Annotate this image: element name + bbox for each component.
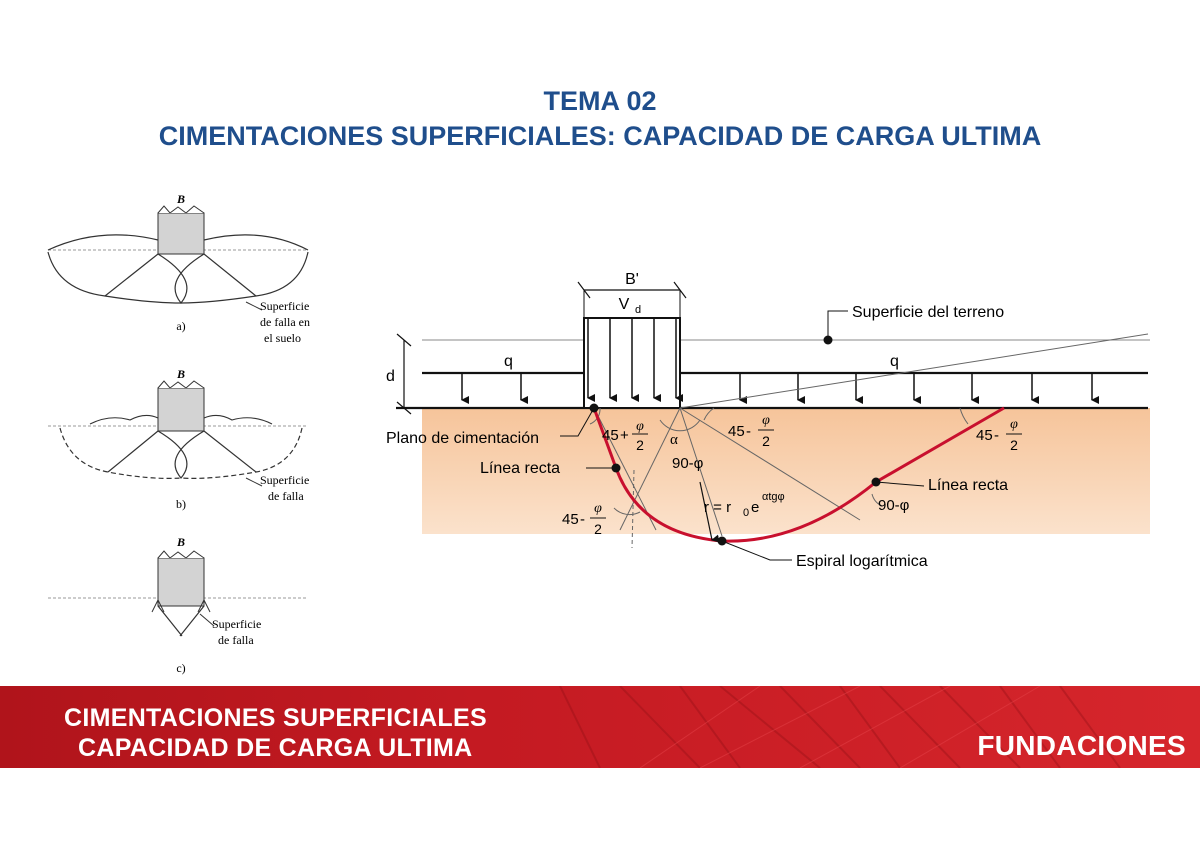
foundation-plane-label: Plano de cimentación [386,430,539,447]
straight-line-label-left: Línea recta [480,460,560,477]
caption-b: b) [176,497,186,511]
ground-surface-leader [827,310,848,340]
note-a-2: de falla en [260,315,310,329]
svg-text:2: 2 [594,521,602,537]
svg-text:+: + [620,427,629,444]
svg-text:φ: φ [762,413,770,428]
svg-text:2: 2 [762,433,770,449]
svg-text:r = r: r = r [704,499,731,516]
svg-text:2: 2 [636,437,644,453]
svg-text:45: 45 [562,511,579,528]
note-b-2: de falla [268,489,304,503]
footing-load-arrows [587,318,683,402]
svg-text:φ: φ [636,419,644,434]
radius-arrow [699,481,720,543]
surcharge-label-left: q [504,353,513,370]
note-a-1: Superficie [260,299,309,313]
figure-local-shear: B b) Superficie de falla [48,367,309,511]
surcharge-label-right: q [890,353,899,370]
svg-text:0: 0 [743,507,749,519]
svg-text:45: 45 [602,427,619,444]
ground-surface-label: Superficie del terreno [852,304,1004,321]
surcharge-arrows-left [461,373,528,404]
load-label: V [619,296,630,313]
footing-c [157,557,205,607]
footer-band: CIMENTACIONES SUPERFICIALES CAPACIDAD DE… [0,686,1200,768]
load-subscript: d [635,304,641,316]
note-b-1: Superficie [260,473,309,487]
note-c-2: de falla [218,633,254,647]
svg-text:φ: φ [1010,417,1018,432]
footer-title-2: CAPACIDAD DE CARGA ULTIMA [78,734,473,762]
foundation-plane-leader [560,407,595,437]
svg-text:φ: φ [594,501,602,516]
svg-text:e: e [751,499,759,516]
angle-45-minus-phi-half-right-of-footing: 45 - φ 2 [728,413,774,449]
svg-text:-: - [994,427,999,444]
svg-text:-: - [746,423,751,440]
construction-lines [589,333,1149,549]
svg-text:-: - [580,511,585,528]
straight-line-label-right: Línea recta [928,477,1008,494]
surcharge-arrows-right [739,373,1099,404]
svg-text:αtgφ: αtgφ [762,491,785,503]
note-c-1: Superficie [212,617,261,631]
soil-mass [422,408,1150,534]
figure-punching-shear: B c) Superficie de falla [48,535,308,675]
footer-course: FUNDACIONES [977,730,1186,761]
footing-width-label: B' [625,271,639,288]
footer-pattern [559,686,1121,768]
footing-a [157,212,205,255]
log-spiral-label: Espiral logarítmica [796,553,928,570]
footer-title-1: CIMENTACIONES SUPERFICIALES [64,704,487,732]
topic-title: CIMENTACIONES SUPERFICIALES: CAPACIDAD D… [158,121,1042,151]
depth-label: d [386,368,395,385]
angle-90-phi-right: 90-φ [878,497,910,514]
width-label-a: B [176,192,185,206]
spiral-equation: r = r 0 e αtgφ [704,491,785,519]
caption-c: c) [176,661,185,675]
note-a-3: el suelo [264,331,301,345]
width-label-c: B [176,535,185,549]
angle-45-plus-phi-half: 45 + φ 2 [602,419,648,453]
svg-text:45: 45 [976,427,993,444]
svg-text:45: 45 [728,423,745,440]
footing-break-a [157,205,205,214]
angle-45-minus-phi-half-left: 45 - φ 2 [562,501,606,537]
angle-90-phi-center: 90-φ [672,455,704,472]
angle-45-minus-phi-half-far-right: 45 - φ 2 [976,417,1022,453]
topic-number: TEMA 02 [543,86,657,116]
svg-text:2: 2 [1010,437,1018,453]
alpha-label: α [670,432,678,448]
figure-general-shear: B a) Superficie de falla en el suelo [47,192,310,345]
footing-b [157,387,205,432]
width-label-b: B [176,367,185,381]
caption-a: a) [176,319,185,333]
figure-bearing-capacity: B' V d d q q Superficie del terreno [386,271,1150,570]
